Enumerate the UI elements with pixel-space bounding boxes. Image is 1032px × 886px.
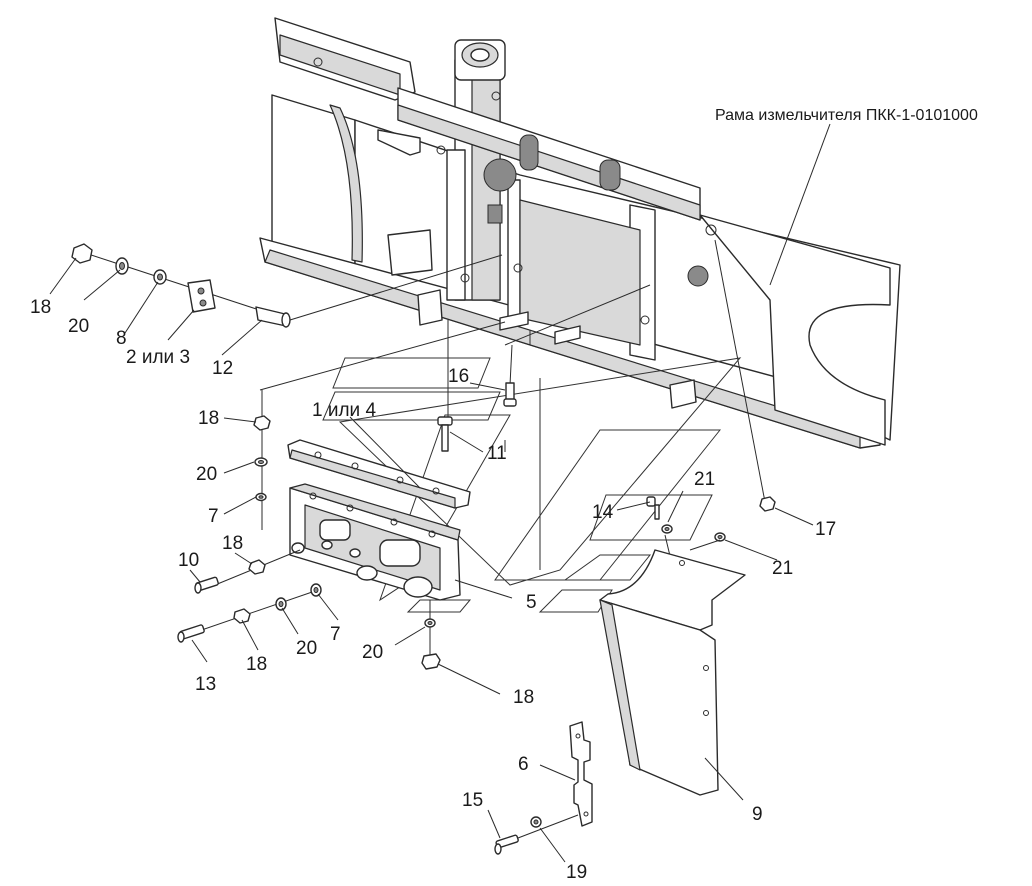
label-18-nut-d: 18 [246,654,267,675]
label-20-washer: 20 [68,316,89,337]
label-7-washer-b: 7 [330,624,341,645]
left-fastener-stack [71,243,291,328]
label-15-bolt: 15 [462,790,483,811]
label-17-nut: 17 [815,519,836,540]
label-20-washer-b: 20 [196,464,217,485]
label-2-or-3-plate: 2 или 3 [126,347,190,368]
label-14-bolt: 14 [592,502,614,523]
label-18-nut-e: 18 [513,687,534,708]
chopper-frame [259,17,901,449]
label-18-nut-c: 18 [222,533,243,554]
label-13-bolt: 13 [195,674,216,695]
shield-plate [599,549,746,796]
label-leaders [49,257,814,863]
label-9-shield: 9 [752,804,763,825]
label-7-washer: 7 [208,506,219,527]
vertical-fastener-stack [253,415,271,502]
label-11-bolt: 11 [487,443,507,464]
label-20-washer-d: 20 [362,642,383,663]
label-10-bolt: 10 [178,550,199,571]
label-21-washer: 21 [694,469,715,490]
right-fasteners [646,496,776,557]
bracket-6 [494,721,593,855]
hinge-assembly [287,416,471,601]
frame-title: Рама измельчителя ПКК-1-0101000 [715,107,978,124]
leader-lines [259,123,831,570]
label-8-washer: 8 [116,328,127,349]
label-18-nut-b: 18 [198,408,219,429]
label-21-washer-b: 21 [772,558,793,579]
label-20-washer-c: 20 [296,638,317,659]
label-19-washer: 19 [566,862,587,883]
label-6-bracket: 6 [518,754,529,775]
label-12-bolt: 12 [212,358,233,379]
part-labels: Рама измельчителя ПКК-1-0101000 18 20 8 … [30,107,978,883]
label-18-nut: 18 [30,297,51,318]
label-16-bolt: 16 [448,366,469,387]
label-5-hinge: 5 [526,592,537,613]
label-1-or-4-plate: 1 или 4 [312,400,376,421]
lower-left-fasteners [177,382,517,670]
